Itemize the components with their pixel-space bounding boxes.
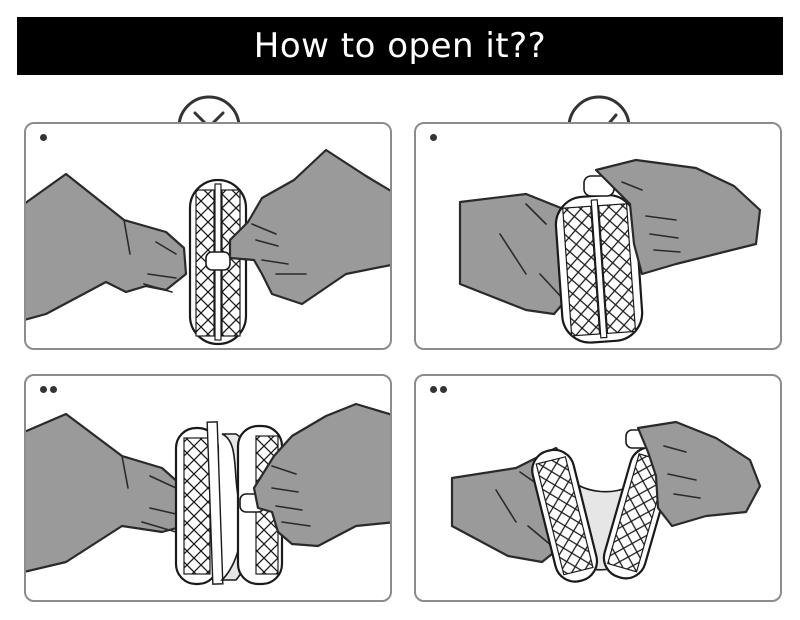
- illustration-case-opened-correctly: [450, 420, 762, 583]
- step-dot: [430, 134, 437, 141]
- step-dot: [440, 386, 447, 393]
- panel-wrong-step-2: [24, 374, 392, 602]
- step-indicator: [40, 386, 57, 393]
- illustration-closed-case-wrong-pull: [26, 148, 390, 346]
- step-dot: [50, 386, 57, 393]
- step-indicator: [430, 134, 437, 141]
- page-title: How to open it??: [253, 26, 547, 66]
- panel-wrong-step-1: [24, 122, 392, 350]
- title-banner: How to open it??: [17, 17, 783, 75]
- panel-right-step-1: [414, 122, 782, 350]
- illustration-closed-case-correct-lift: [458, 158, 762, 344]
- step-dot: [40, 134, 47, 141]
- step-indicator: [430, 386, 447, 393]
- illustration-case-split-sideways: [26, 402, 390, 586]
- step-indicator: [40, 134, 47, 141]
- step-dot: [430, 386, 437, 393]
- step-dot: [40, 386, 47, 393]
- panel-right-step-2: [414, 374, 782, 602]
